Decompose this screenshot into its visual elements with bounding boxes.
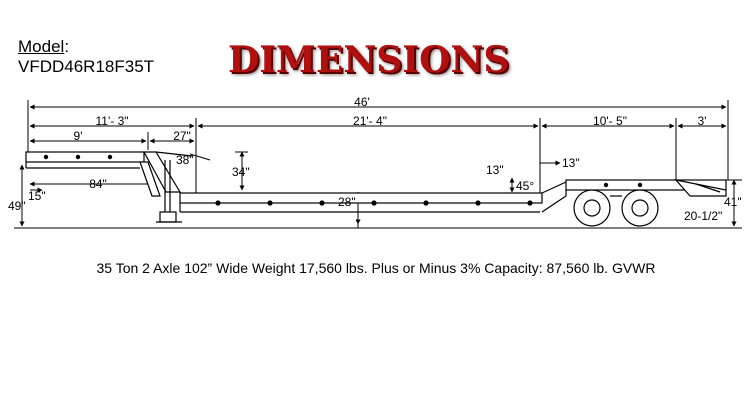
dim-ramp-angle: 45° <box>516 179 534 193</box>
dim-rear-height: 41" <box>724 195 742 209</box>
dimension-lines <box>29 104 727 193</box>
dim-angle-rise-right: 13" <box>562 156 580 170</box>
dimensions-title: DIMENSIONS <box>228 39 510 81</box>
dim-angle-rise-left: 13" <box>486 163 504 177</box>
dim-gooseneck-top: 9' <box>74 129 83 143</box>
dim-rear-deck-height: 20-1/2" <box>684 209 722 223</box>
vertical-dimension-lines <box>19 151 742 227</box>
dim-tail-section: 3' <box>698 114 707 128</box>
wheels <box>573 189 659 227</box>
dim-overall-length: 46' <box>354 95 370 109</box>
dim-gooseneck-drop: 27" <box>173 129 191 143</box>
deck-bolts <box>43 154 643 206</box>
dim-rear-section: 10'- 5" <box>593 114 627 128</box>
model-label-text: Model <box>18 37 65 56</box>
dim-deck-drop: 34" <box>232 165 250 179</box>
dim-deck-length: 21'- 4" <box>353 114 387 128</box>
dim-overall-height: 49" <box>8 199 26 213</box>
gooseneck <box>25 151 193 223</box>
model-code: VFDD46R18F35T <box>18 57 155 76</box>
dim-front-overhang: 15" <box>28 189 46 203</box>
specs-caption: 35 Ton 2 Axle 102” Wide Weight 17,560 lb… <box>96 260 656 276</box>
dim-kingpin-setback: 84" <box>89 177 107 191</box>
dim-gooseneck-length: 11'- 3" <box>95 114 128 128</box>
model-label: Model: <box>18 37 70 56</box>
dim-gooseneck-height: 38" <box>176 153 194 167</box>
dim-deck-height: 28" <box>338 195 356 209</box>
main-deck <box>179 179 727 213</box>
